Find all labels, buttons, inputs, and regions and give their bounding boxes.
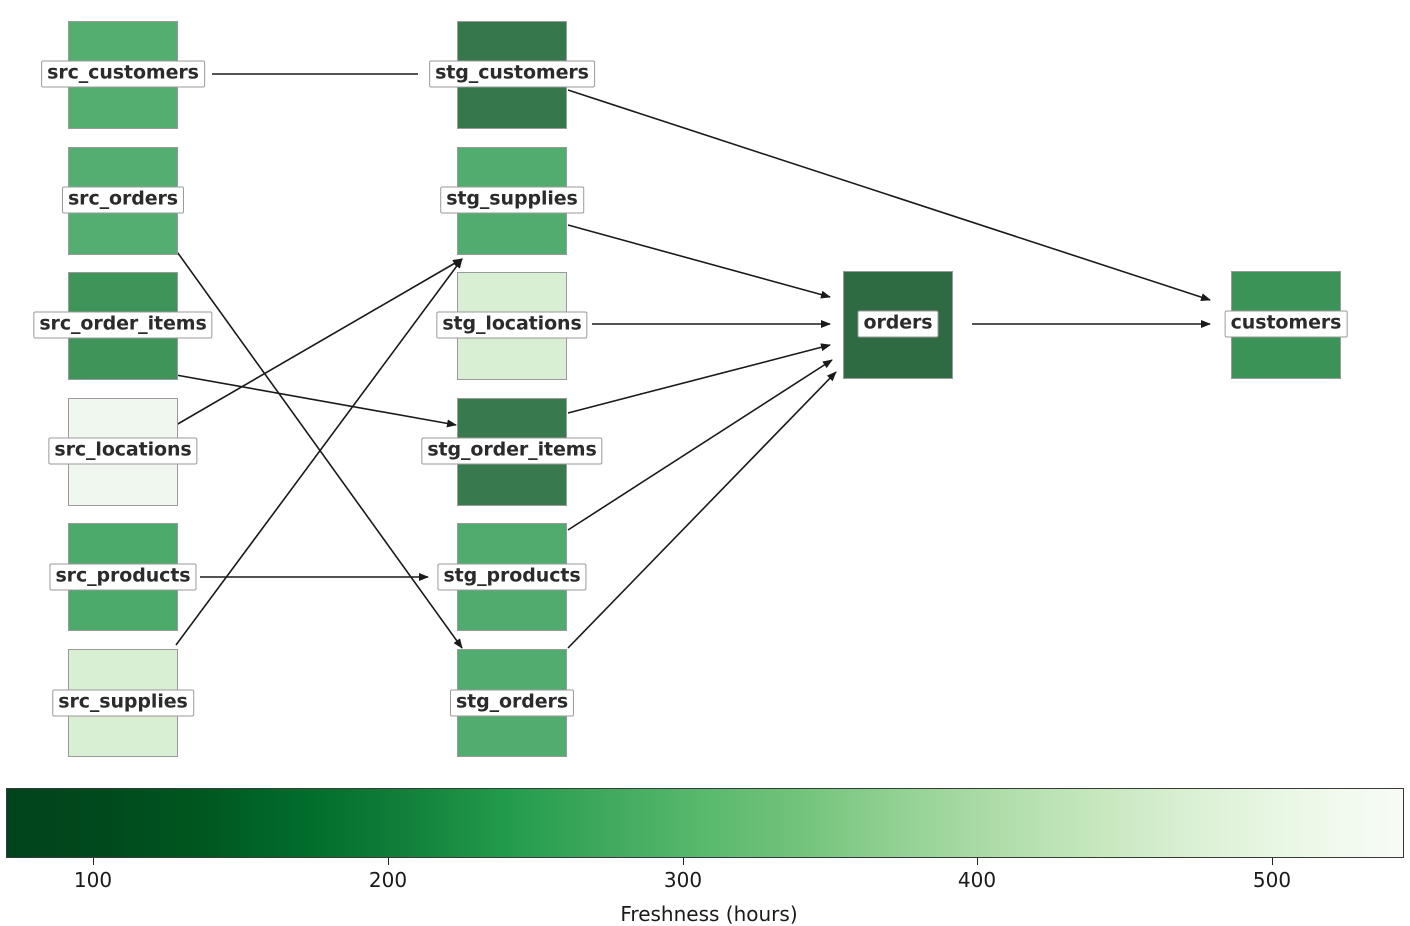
colorbar-tick-400 xyxy=(977,858,978,865)
node-label-stg_products[interactable]: stg_products xyxy=(437,563,587,591)
node-label-stg_orders[interactable]: stg_orders xyxy=(449,689,575,717)
node-label-stg_locations[interactable]: stg_locations xyxy=(436,311,588,339)
node-label-customers[interactable]: customers xyxy=(1224,310,1348,338)
edge-src_orders-stg_orders xyxy=(174,248,463,649)
colorbar: 100 200 300 400 500 Freshness (hours) xyxy=(6,788,1404,926)
edge-stg_order_items-orders xyxy=(567,343,831,414)
node-label-orders[interactable]: orders xyxy=(857,310,939,338)
node-label-stg_customers[interactable]: stg_customers xyxy=(429,60,595,88)
node-label-src_customers[interactable]: src_customers xyxy=(41,60,205,88)
colorbar-gradient xyxy=(6,788,1404,858)
colorbar-tick-200 xyxy=(388,858,389,865)
colorbar-tick-label-500: 500 xyxy=(1252,868,1292,892)
node-label-src_locations[interactable]: src_locations xyxy=(48,437,198,465)
colorbar-tick-300 xyxy=(683,858,684,865)
colorbar-tick-100 xyxy=(93,858,94,865)
edge-src_locations-stg_locations xyxy=(175,258,463,426)
colorbar-tick-500 xyxy=(1272,858,1273,865)
edge-stg_orders-orders xyxy=(567,371,837,649)
edge-stg_customers-customers xyxy=(567,89,1211,302)
colorbar-axis-label: Freshness (hours) xyxy=(620,902,798,926)
edge-stg_products-orders xyxy=(567,359,833,531)
edge-stg_supplies-orders xyxy=(567,224,831,299)
colorbar-tick-label-100: 100 xyxy=(73,868,113,892)
node-label-src_products[interactable]: src_products xyxy=(49,563,197,591)
edge-src_supplies-stg_supplies xyxy=(175,258,463,646)
edge-src_order_items-stg_order_items xyxy=(175,374,457,428)
node-label-stg_supplies[interactable]: stg_supplies xyxy=(440,186,584,214)
colorbar-tick-label-400: 400 xyxy=(957,868,997,892)
colorbar-tick-label-200: 200 xyxy=(368,868,408,892)
node-label-src_order_items[interactable]: src_order_items xyxy=(33,311,213,339)
node-label-stg_order_items[interactable]: stg_order_items xyxy=(421,437,603,465)
node-label-src_supplies[interactable]: src_supplies xyxy=(52,689,194,717)
node-label-src_orders[interactable]: src_orders xyxy=(61,186,185,214)
colorbar-tick-label-300: 300 xyxy=(663,868,703,892)
